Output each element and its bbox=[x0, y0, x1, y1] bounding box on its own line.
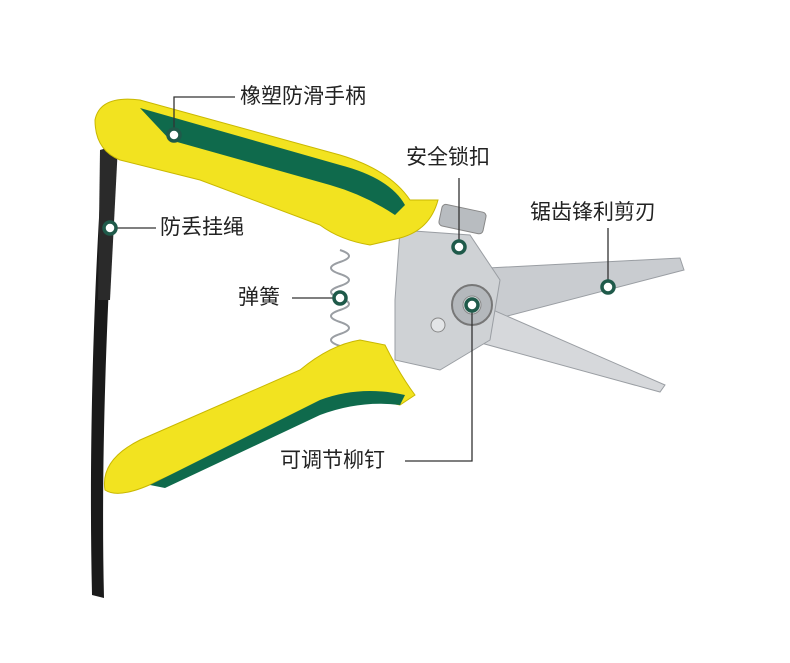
label-spring: 弹簧 bbox=[238, 285, 280, 309]
label-rivet: 可调节柳钉 bbox=[280, 448, 385, 472]
label-lock: 安全锁扣 bbox=[406, 145, 490, 169]
leader-lines bbox=[116, 96, 609, 462]
label-blade: 锯齿锋利剪刃 bbox=[530, 200, 656, 224]
marker-lock bbox=[451, 239, 467, 255]
marker-blade bbox=[600, 279, 616, 295]
marker-rivet bbox=[464, 297, 480, 313]
lower-blade bbox=[469, 299, 666, 393]
marker-handle bbox=[166, 127, 182, 143]
label-handle: 橡塑防滑手柄 bbox=[240, 84, 366, 108]
marker-spring bbox=[332, 290, 348, 306]
blade-body bbox=[394, 229, 501, 371]
lock-button bbox=[438, 203, 487, 235]
label-lanyard: 防丢挂绳 bbox=[160, 215, 244, 239]
upper-handle bbox=[94, 98, 439, 246]
marker-lanyard bbox=[102, 220, 118, 236]
